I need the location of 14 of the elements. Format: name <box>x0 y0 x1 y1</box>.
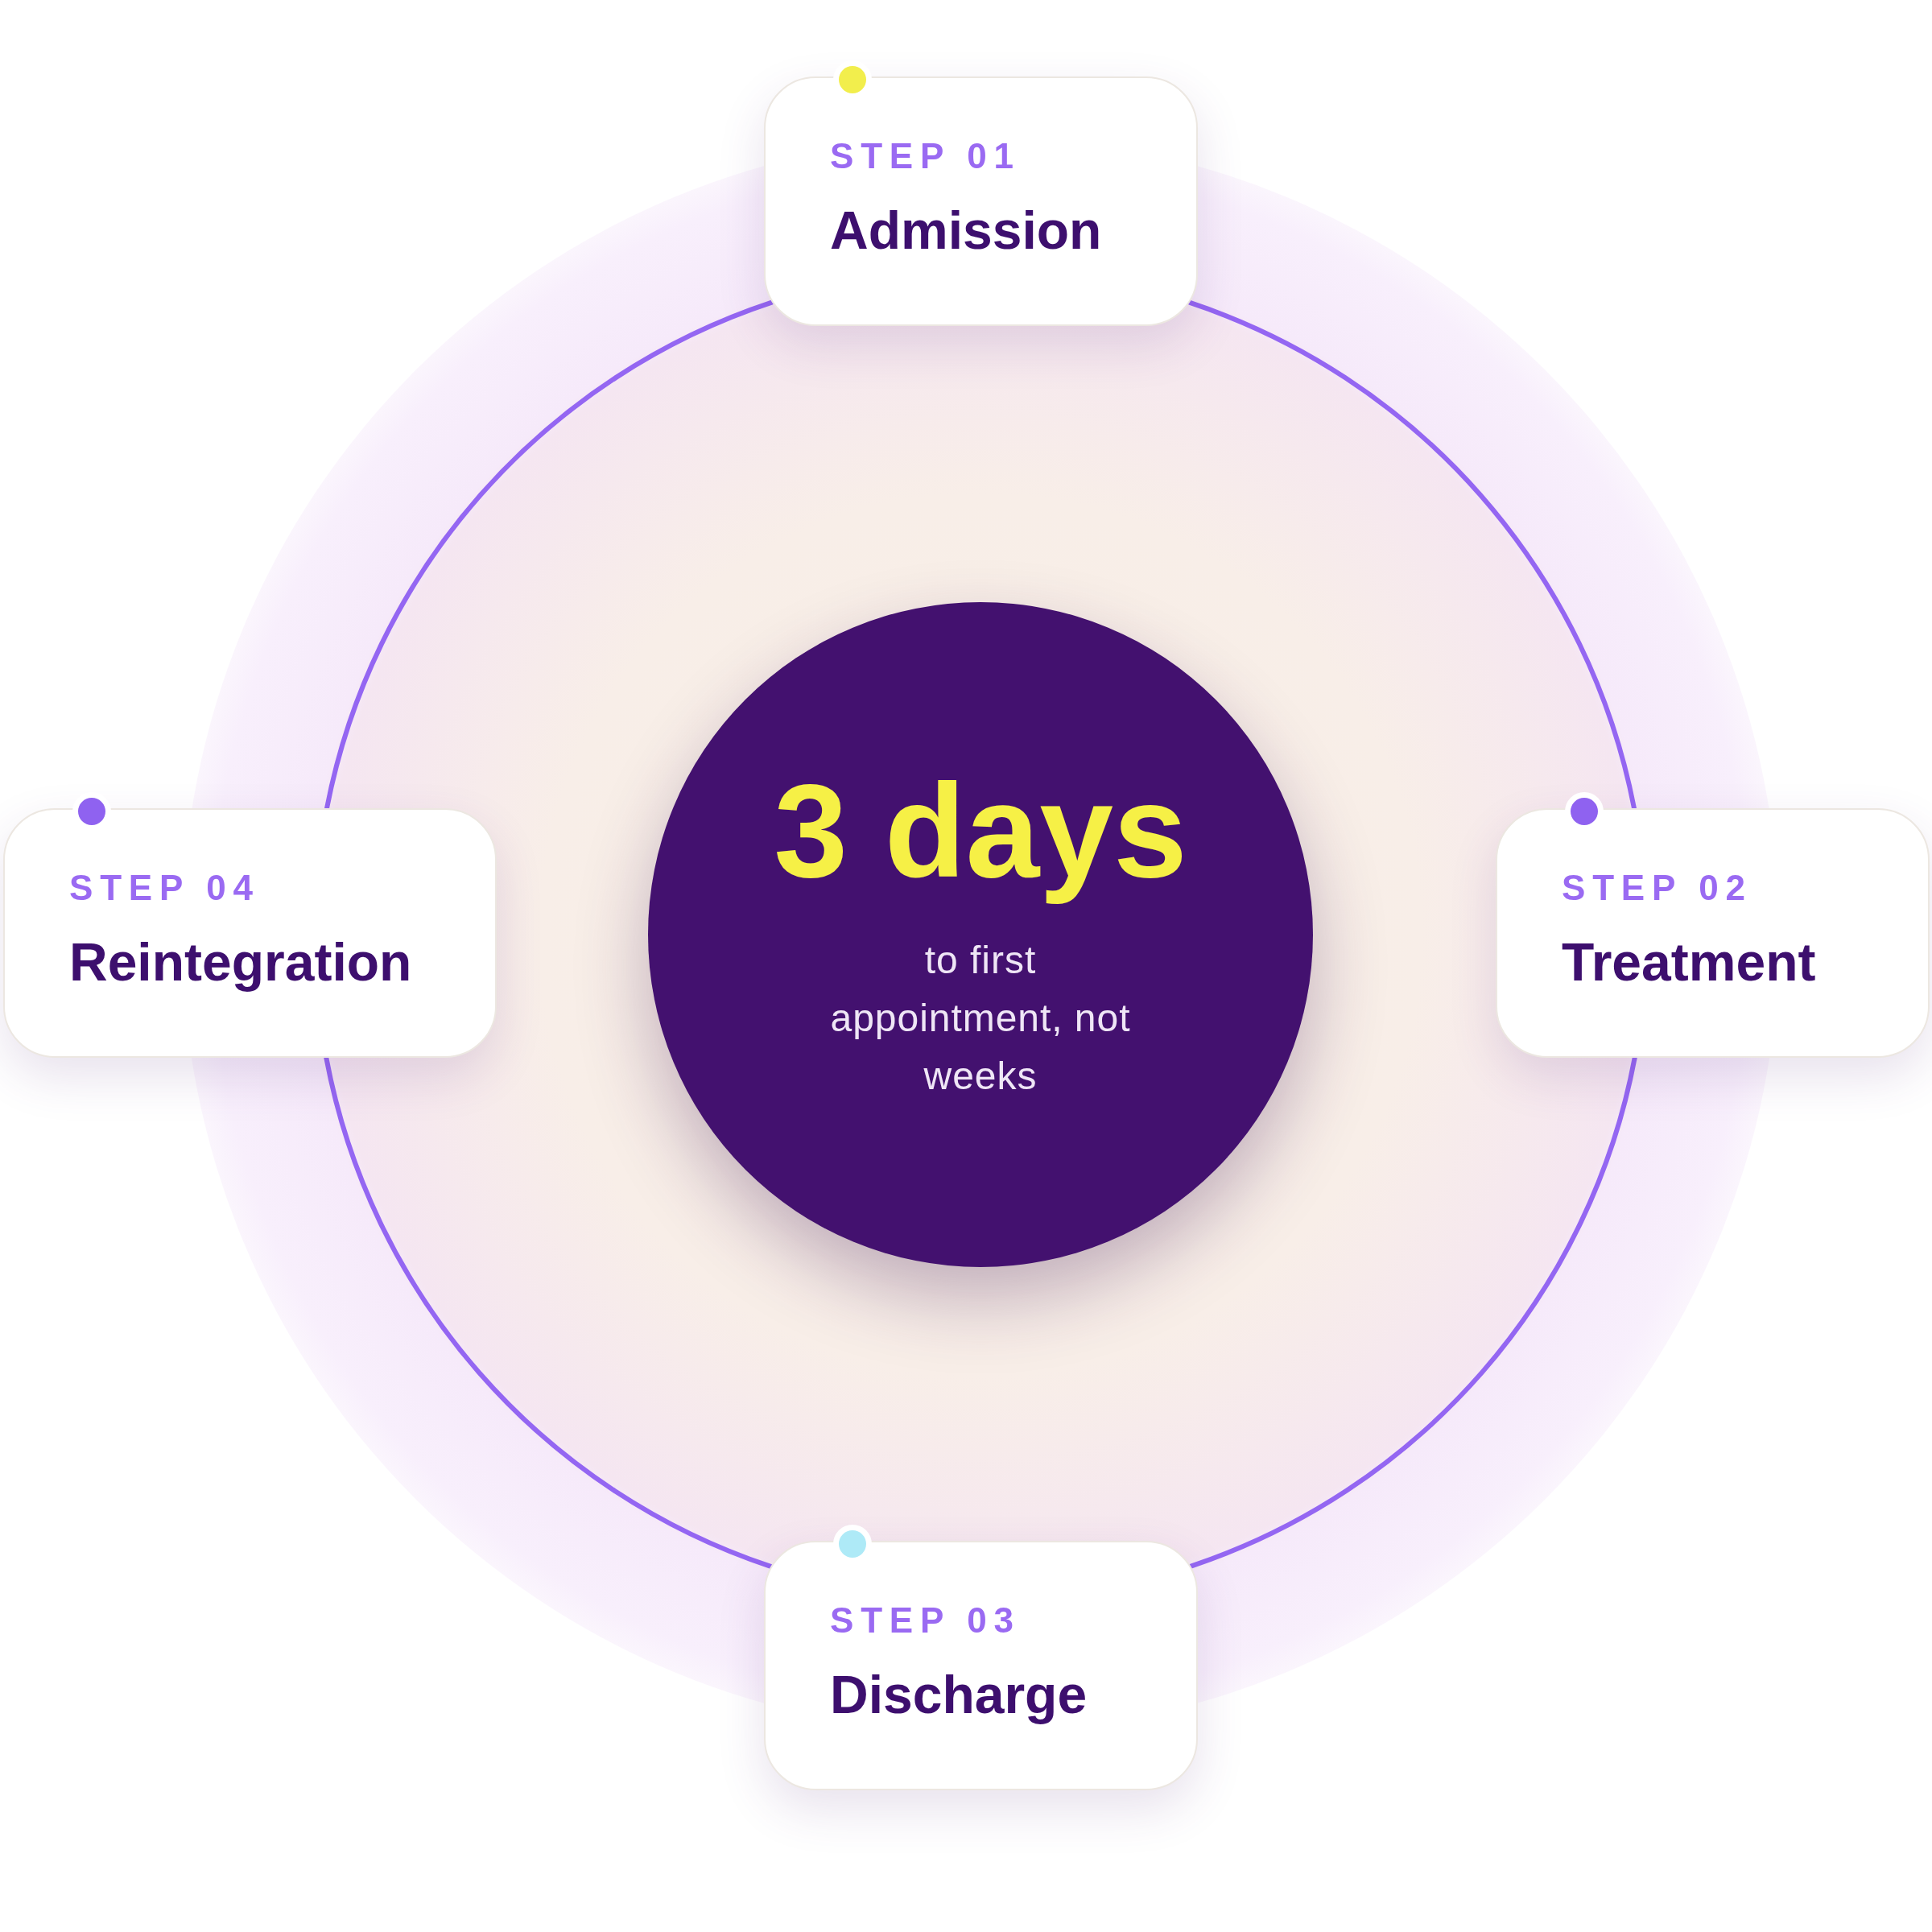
step-label: STEP 02 <box>1562 870 1752 906</box>
step-title: Treatment <box>1562 932 1816 993</box>
stat-caption: to first appointment, not weeks <box>829 938 1132 1099</box>
ring-arc <box>324 1055 774 1569</box>
ring-arc <box>1188 1055 1637 1569</box>
step-title: Discharge <box>830 1665 1088 1726</box>
ring-arc <box>324 299 774 811</box>
step-label: STEP 03 <box>830 1603 1021 1638</box>
step-label: STEP 04 <box>69 870 260 906</box>
stat-value: 3 days <box>774 756 1187 906</box>
step-title: Reintegration <box>69 932 412 993</box>
ring-arc <box>1187 299 1637 811</box>
step-label: STEP 01 <box>830 138 1021 174</box>
step-title: Admission <box>830 200 1102 262</box>
